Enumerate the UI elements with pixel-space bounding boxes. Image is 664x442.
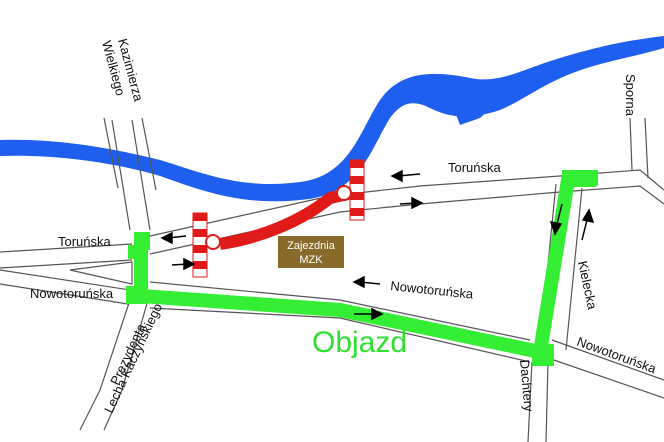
label-torunska-east: Toruńska [448, 160, 502, 175]
depot-label-line1: Zajezdnia [287, 240, 336, 252]
river [0, 36, 664, 202]
depot-sign [278, 236, 344, 268]
no-entry-sign [205, 234, 221, 250]
label-sporna: Sporna [623, 74, 638, 117]
label-nowotorunska-west: Nowotoruńska [30, 286, 114, 301]
junction-marker [134, 232, 150, 250]
direction-arrows [160, 169, 595, 321]
junction-marker [532, 344, 554, 366]
label-torunska-west: Toruńska [58, 234, 112, 249]
label-nowotorunska-east: Nowotoruńska [575, 334, 659, 377]
road-network [0, 117, 664, 442]
barrier-east [336, 159, 365, 221]
no-entry-sign [336, 185, 352, 201]
junction-marker [126, 286, 148, 304]
river-islet [455, 70, 540, 125]
label-nowotorunska-center: Nowotoruńska [390, 278, 475, 302]
junction-marker [562, 170, 598, 186]
label-detour: Objazd [312, 326, 407, 359]
label-dachtery: Dachtery [517, 359, 537, 413]
closed-section [219, 188, 350, 250]
label-kielecka: Kielecka [575, 260, 600, 312]
barrier-west [192, 212, 221, 278]
depot-label-line2: MZK [299, 254, 323, 266]
